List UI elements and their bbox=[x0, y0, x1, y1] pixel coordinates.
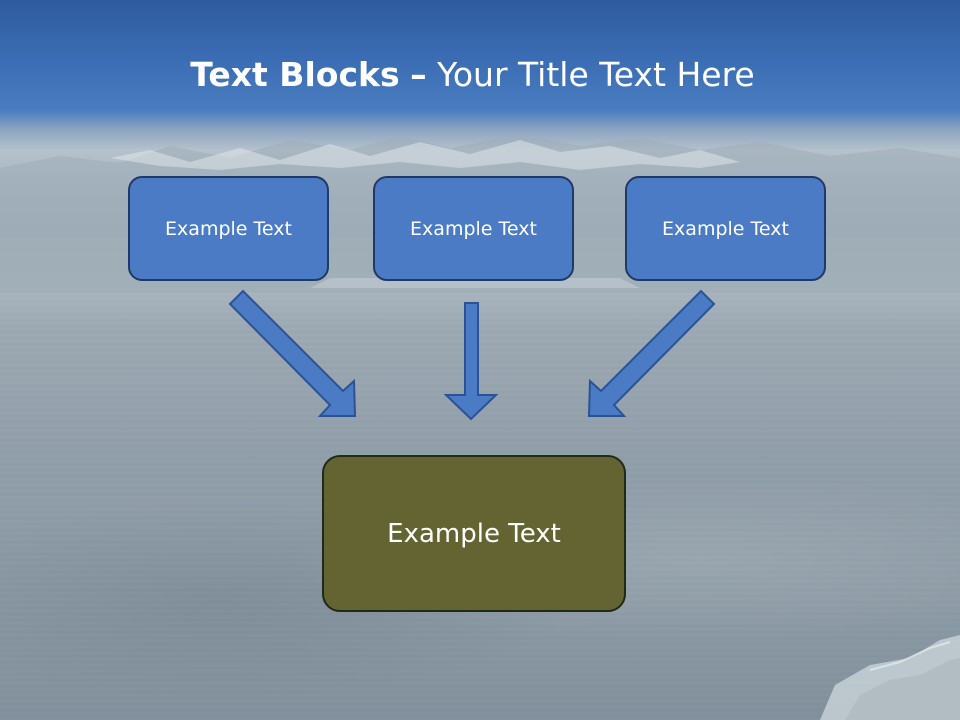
text-block-3[interactable]: Example Text bbox=[625, 176, 826, 281]
rock-foreground bbox=[820, 635, 960, 720]
slide-title: Text Blocks – Your Title Text Here bbox=[0, 52, 945, 98]
arrow-left-diagonal bbox=[228, 289, 357, 417]
arrow-right-diagonal bbox=[587, 289, 716, 417]
text-block-3-label: Example Text bbox=[662, 217, 789, 240]
text-block-1[interactable]: Example Text bbox=[128, 176, 329, 281]
result-block-label: Example Text bbox=[387, 518, 561, 549]
text-block-1-label: Example Text bbox=[165, 217, 292, 240]
title-bold-text: Text Blocks bbox=[190, 55, 400, 94]
arrow-center-down bbox=[443, 302, 499, 421]
title-separator: – bbox=[410, 55, 427, 94]
title-regular-text: Your Title Text Here bbox=[437, 55, 755, 94]
text-block-2-label: Example Text bbox=[410, 217, 537, 240]
text-block-2[interactable]: Example Text bbox=[373, 176, 574, 281]
result-block[interactable]: Example Text bbox=[322, 455, 626, 612]
